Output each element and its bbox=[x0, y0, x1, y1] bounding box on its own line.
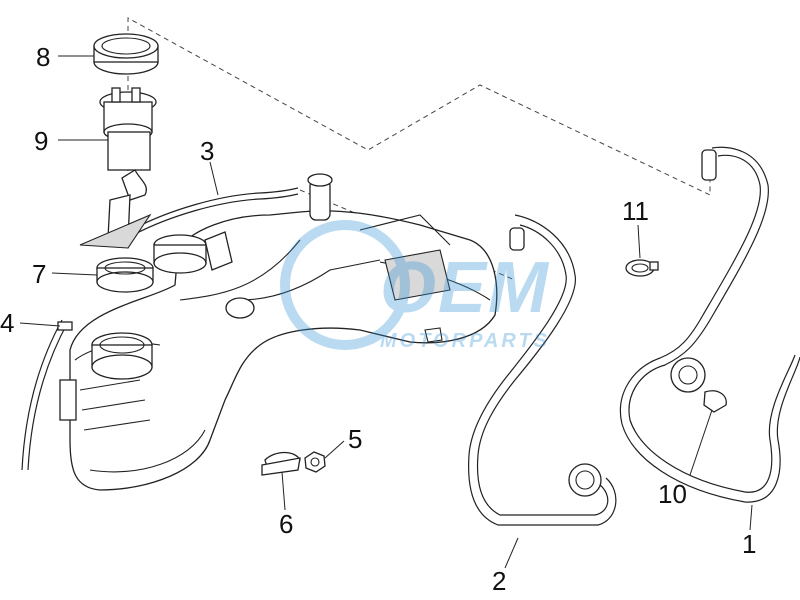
hose-clip-10 bbox=[703, 390, 727, 413]
fuel-hose bbox=[468, 214, 617, 526]
fuel-tank bbox=[59, 173, 498, 491]
vent-line-clip bbox=[57, 321, 73, 331]
ring-nut bbox=[93, 33, 159, 75]
callout-5: 5 bbox=[348, 424, 362, 454]
breather-hose-outline bbox=[134, 193, 299, 235]
callout-6: 6 bbox=[279, 509, 293, 539]
hose-clamp bbox=[625, 259, 659, 277]
callout-9: 9 bbox=[34, 126, 48, 156]
callout-labels: 8 9 3 7 4 5 6 11 10 1 2 bbox=[0, 42, 756, 596]
callout-2: 2 bbox=[492, 566, 506, 596]
watermark-subtext: MOTORPARTS bbox=[380, 330, 550, 352]
nut bbox=[304, 451, 326, 473]
overflow-hose bbox=[619, 146, 800, 503]
callout-7: 7 bbox=[32, 259, 46, 289]
leader-lines bbox=[19, 55, 753, 569]
callout-8: 8 bbox=[36, 42, 50, 72]
gasket-ring bbox=[96, 257, 154, 293]
fuel-pump bbox=[79, 87, 157, 249]
oem-watermark: OEM MOTORPARTS bbox=[280, 220, 550, 352]
vent-line bbox=[21, 319, 63, 471]
watermark-brand: OEM bbox=[380, 248, 550, 328]
callout-11: 11 bbox=[622, 196, 649, 226]
callout-3: 3 bbox=[200, 136, 214, 166]
breather-hose bbox=[134, 187, 299, 229]
clip-6 bbox=[261, 451, 301, 476]
callout-10: 10 bbox=[658, 479, 687, 509]
callout-1: 1 bbox=[742, 529, 756, 559]
callout-4: 4 bbox=[0, 308, 14, 338]
vent-line-outline bbox=[27, 321, 69, 471]
